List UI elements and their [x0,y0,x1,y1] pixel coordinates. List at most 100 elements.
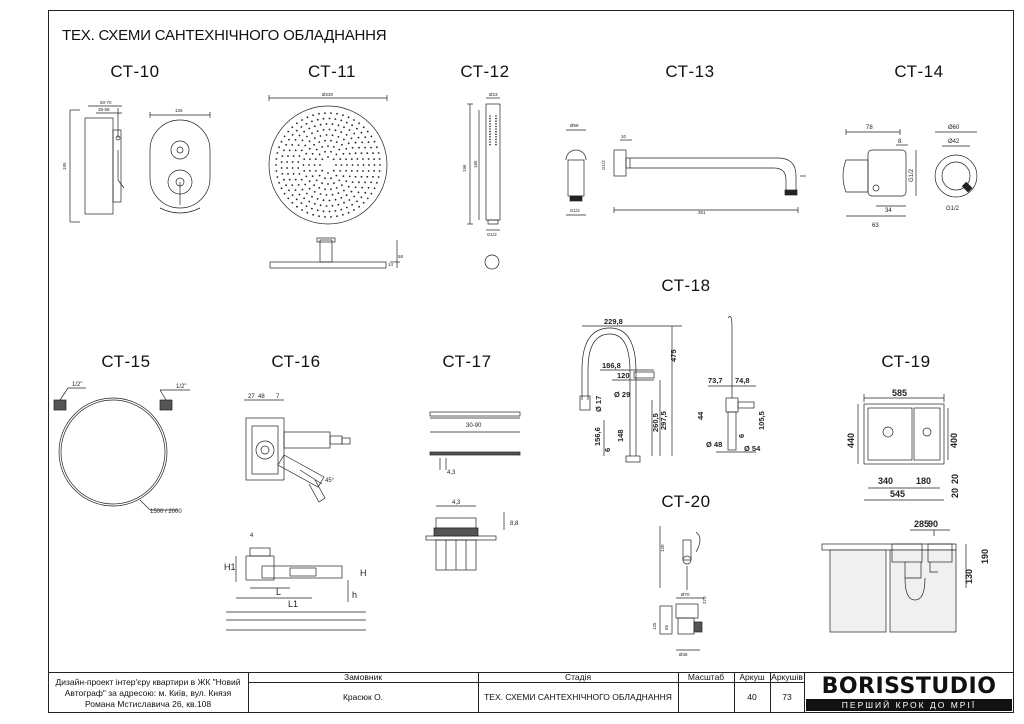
nozzle-dot [313,164,316,166]
sheet-header: Аркуш [739,671,765,682]
nozzle-dot [306,135,308,138]
dim-text: Ø42 [948,139,960,145]
dim-text: Ø230 [322,92,334,97]
dim-text: Ø 48 [706,440,722,449]
nozzle-dot [366,152,369,155]
nozzle-dot [335,164,337,166]
nozzle-dot [327,145,329,147]
dim-text: Ø 17 [594,396,603,412]
nozzle-dot [294,189,297,192]
nozzle-dot [351,203,353,206]
drawing-ct20: 120 Ø70 Ø35 125 65 270 [652,526,707,657]
dim-text: Ø 54 [744,444,761,453]
nozzle-dot [305,152,308,155]
nozzle-dot [322,117,325,120]
nozzle-dot [356,170,359,172]
nozzle-dot [318,187,321,189]
nozzle-dot [281,155,284,158]
nozzle-dot [278,181,280,184]
drawing-sheet-frame [48,10,1014,713]
nozzle-dot [336,112,338,115]
nozzle-dot [296,122,298,125]
nozzle-dot [305,205,308,208]
drawing-ct10: 50-70 38-58 125 195 [62,100,211,223]
dim-text: H [360,568,367,578]
dim-text: 400 [949,433,959,448]
nozzle-dot [489,130,491,133]
nozzle-dot [358,122,360,125]
nozzle-dot [280,167,283,169]
nozzle-dot [353,132,356,135]
nozzle-dot [343,138,345,141]
nozzle-dot [333,146,335,148]
nozzle-dot [275,170,278,172]
nozzle-dot [332,169,335,172]
dim-text: 130 [964,569,974,584]
nozzle-dot [348,152,351,155]
nozzle-dot [358,146,360,149]
dim-text: 195 [62,162,67,170]
nozzle-dot [345,180,348,183]
nozzle-dot [354,152,357,155]
nozzle-dot [353,209,355,211]
nozzle-dot [300,149,303,152]
page-title: ТЕХ. СХЕМИ САНТЕХНІЧНОГО ОБЛАДНАННЯ [62,27,387,44]
drawing-ct14: 78 Ø60 Ø42 8 G1/2 34 63 G1/2 [842,125,978,229]
dim-text: 475 [669,349,678,362]
dim-text: 1/2" [72,382,82,388]
nozzle-dot [362,170,364,172]
nozzle-dot [331,193,334,196]
nozzle-dot [373,170,375,172]
nozzle-dot [376,181,378,184]
nozzle-dot [370,146,372,149]
customer-name: Красюк О. [342,692,384,702]
nozzle-dot [340,197,343,199]
nozzle-dot [297,161,300,163]
scheme-label-ct12: СТ-12 [460,62,510,81]
nozzle-dot [313,191,316,193]
nozzle-dot [357,191,360,194]
nozzle-dot [313,202,316,205]
dim-text: 351 [698,210,706,215]
nozzle-dot [341,184,343,187]
nozzle-dot [489,120,491,122]
dim-text: 340 [878,476,893,486]
nozzle-dot [373,158,375,161]
nozzle-dot [360,175,363,178]
dim-text: 440 [846,433,856,448]
sheets-header: Аркушів [771,671,803,682]
nozzle-dot [334,118,337,120]
nozzle-dot [361,186,364,189]
nozzle-dot [351,124,353,127]
nozzle-dot [345,121,348,124]
nozzle-dot [328,210,331,213]
dim-text: G1/2 [946,206,960,212]
nozzle-dot [373,140,376,143]
nozzle-dot [360,152,363,155]
nozzle-dot [368,164,370,166]
dim-text: 73,7 [708,376,723,385]
nozzle-dot [311,152,314,155]
nozzle-dot [370,192,373,195]
title-block: Дизайн-проект інтер'єру квартири в ЖК "Н… [48,672,1014,713]
nozzle-dot [354,175,357,178]
nozzle-dot [351,181,354,184]
nozzle-dot [308,127,311,130]
nozzle-dot [330,139,332,142]
nozzle-dot [319,164,321,166]
scheme-label-ct13: СТ-13 [665,62,715,81]
dim-text: 20 [950,488,960,498]
scheme-label-ct18: СТ-18 [661,276,711,295]
nozzle-dot [348,199,351,201]
nozzle-dot [350,190,353,193]
nozzle-dot [280,187,283,190]
nozzle-dot [328,117,331,120]
dim-text: 156,6 [593,427,602,446]
nozzle-dot [276,176,279,178]
nozzle-dot [489,117,491,120]
nozzle-dot [331,123,334,126]
nozzle-dot [495,125,497,128]
dim-text: 285 [914,519,929,529]
nozzle-dot [332,158,335,161]
